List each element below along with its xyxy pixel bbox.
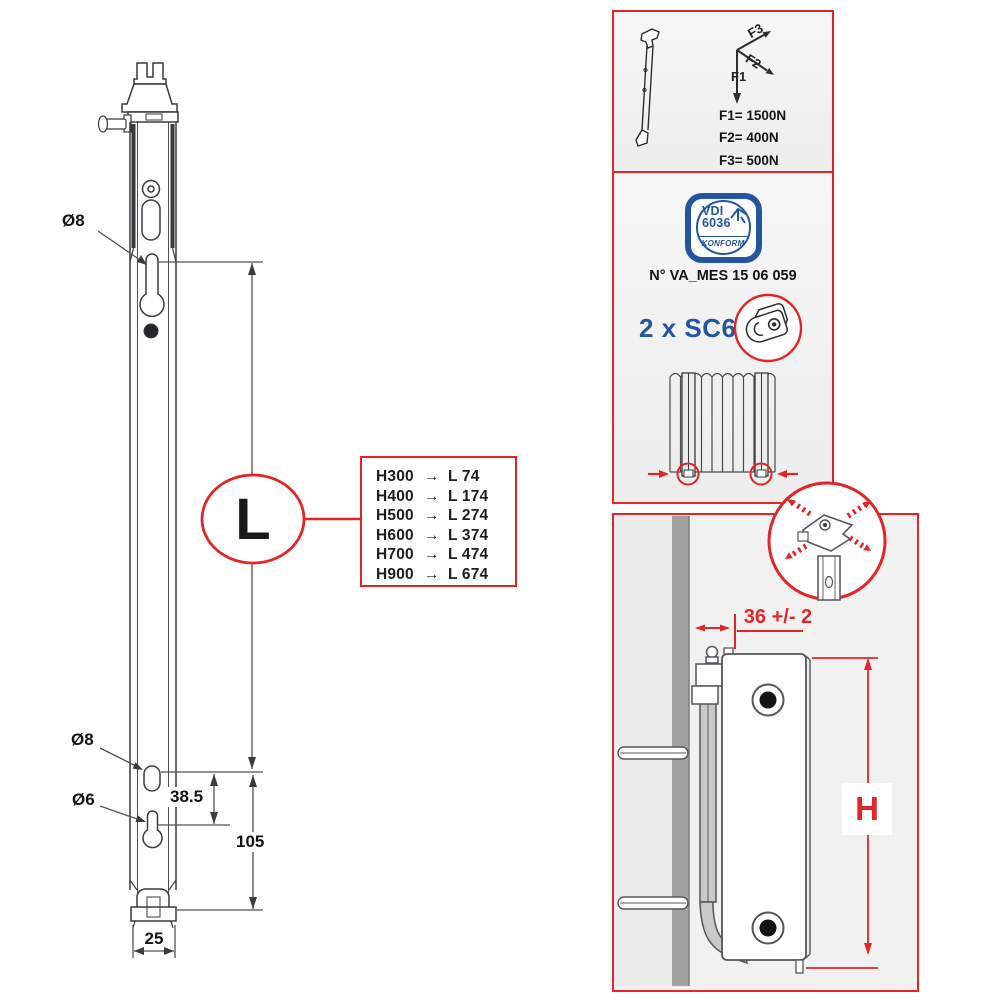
clip-3d-drawing <box>745 303 789 343</box>
force-value-f3: F3= 500N <box>719 152 779 168</box>
detail-bracket-top <box>796 513 853 601</box>
l-dimension-callout <box>200 473 361 565</box>
length-symbol: L <box>235 486 271 552</box>
radiator-pipes <box>616 745 689 910</box>
radiator-front-icon <box>648 372 798 486</box>
installation-panel: 36 +/- 2 H <box>612 481 919 992</box>
force-value-f2: F2= 400N <box>719 130 779 146</box>
table-row: H500→L 274 <box>376 507 489 524</box>
dim-25-label: 25 <box>144 929 164 948</box>
dim-38-5-label: 38.5 <box>168 787 206 807</box>
vdi-badge-circle <box>695 200 751 255</box>
dim-105-label: 105 <box>234 832 267 852</box>
dia8-bottom-label: Ø8 <box>71 730 94 749</box>
approval-number: N° VA_MES 15 06 059 <box>649 268 797 284</box>
radiator-brackets <box>681 372 769 478</box>
force-diagram <box>635 28 774 147</box>
length-table: H300→L 74 H400→L 174 H500→L 274 H600→L 3… <box>360 456 517 587</box>
certification-panel: VDI 6036 KONFORM N° VA_MES 15 06 059 2 x… <box>612 171 834 504</box>
bracket-technical-drawing <box>97 62 361 958</box>
fixation-arrowheads <box>659 470 787 478</box>
force-vectors <box>736 33 768 94</box>
vdi-6036-badge: VDI 6036 KONFORM <box>685 193 762 263</box>
allen-key-icon <box>730 207 747 224</box>
table-row: H700→L 474 <box>376 546 489 563</box>
height-symbol: H <box>842 783 892 835</box>
f1-vector-label: F1 <box>731 69 747 84</box>
wall-offset-label: 36 +/- 2 <box>743 606 813 628</box>
dia6-label: Ø6 <box>72 790 95 809</box>
force-panel: F3 F2 F1 F1= 1500N F2= 400N F3= 500N <box>612 10 834 177</box>
fixation-point-marks <box>648 462 798 486</box>
vdi-konform-label: KONFORM <box>698 236 748 248</box>
table-row: H600→L 374 <box>376 526 489 544</box>
dimension-arrowheads <box>132 255 257 955</box>
force-values: F1= 1500N F2= 400N F3= 500N <box>719 105 786 172</box>
installation-diagram <box>614 481 886 986</box>
adjustment-direction-arrowheads <box>784 498 871 559</box>
vdi-badge-inner: VDI 6036 KONFORM <box>691 199 756 257</box>
bracket-outline <box>97 62 179 929</box>
dia8-top-label: Ø8 <box>62 211 85 230</box>
force-value-f1: F1= 1500N <box>719 108 787 123</box>
radiator-side-view <box>720 646 811 974</box>
vdi-badge-text: VDI 6036 <box>702 204 731 230</box>
bracket-side-icon <box>635 28 660 147</box>
table-row: H400→L 174 <box>376 487 489 505</box>
bracket-side-view <box>690 645 748 964</box>
sc6-clip-icon <box>733 293 803 363</box>
red-dimension-arrowheads <box>694 624 872 955</box>
table-row: H900→L 674 <box>376 565 489 583</box>
force-vector-arrowheads <box>733 31 774 104</box>
detail-inset-circle <box>767 481 886 601</box>
table-row: H300→L 74 <box>376 468 480 485</box>
sc6-quantity-label: 2 x SC6 <box>639 313 737 343</box>
